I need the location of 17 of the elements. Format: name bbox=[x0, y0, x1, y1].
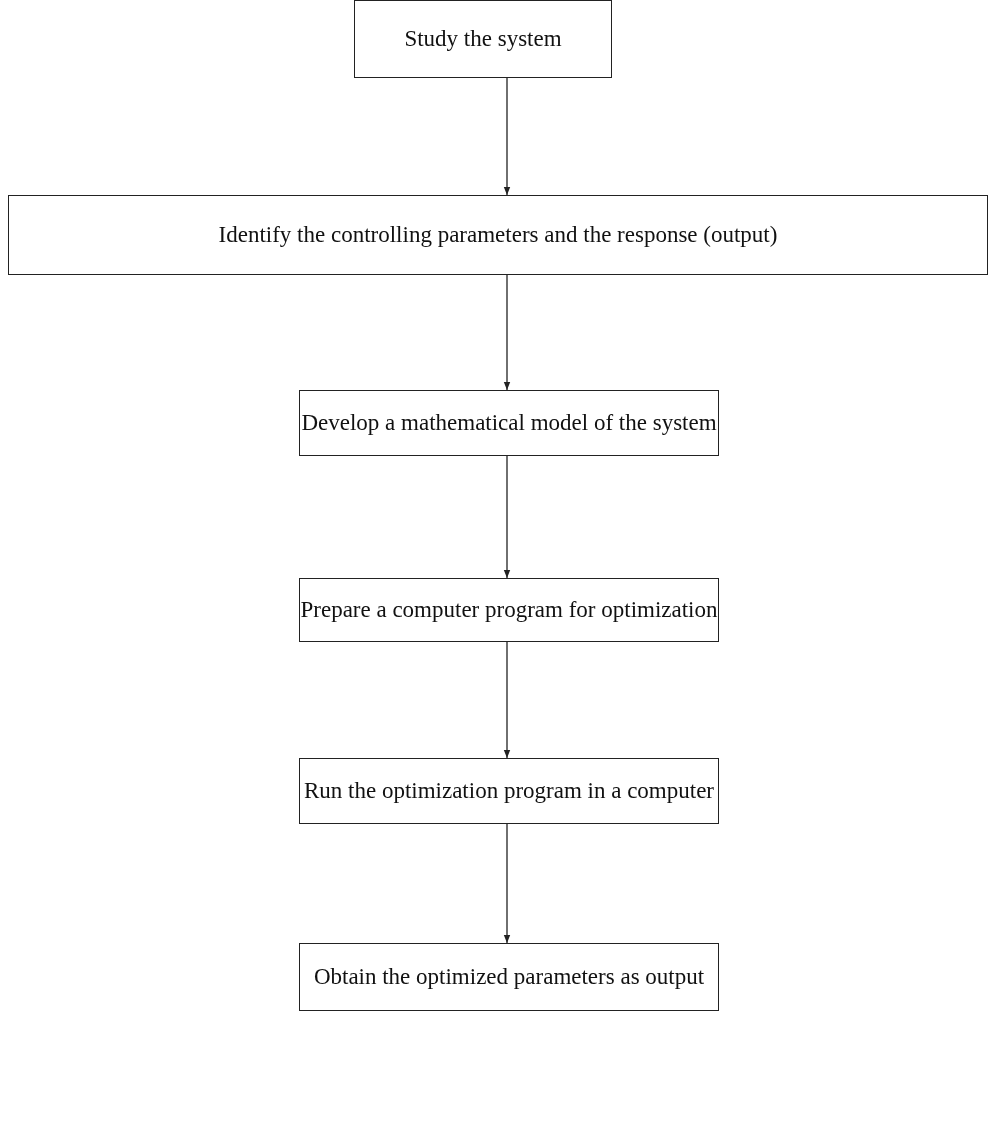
step-text: Run the optimization program in a computer bbox=[303, 778, 715, 804]
step-text: Develop a mathematical model of the system bbox=[301, 410, 717, 436]
process-box bbox=[299, 758, 719, 824]
step-text: Prepare a computer program for optimization bbox=[300, 597, 718, 623]
arrow bbox=[503, 77, 511, 196]
arrow bbox=[503, 455, 511, 579]
process-box bbox=[8, 195, 988, 275]
process-box bbox=[354, 0, 612, 78]
step-text: Study the system bbox=[404, 26, 562, 52]
step-text: Identify the controlling parameters and the response (output) bbox=[218, 222, 778, 248]
arrow bbox=[503, 274, 511, 391]
step-text: Obtain the optimized parameters as output bbox=[313, 964, 705, 990]
process-box bbox=[299, 578, 719, 642]
process-box bbox=[299, 943, 719, 1011]
arrow bbox=[503, 641, 511, 759]
process-box bbox=[299, 390, 719, 456]
arrow bbox=[503, 823, 511, 944]
